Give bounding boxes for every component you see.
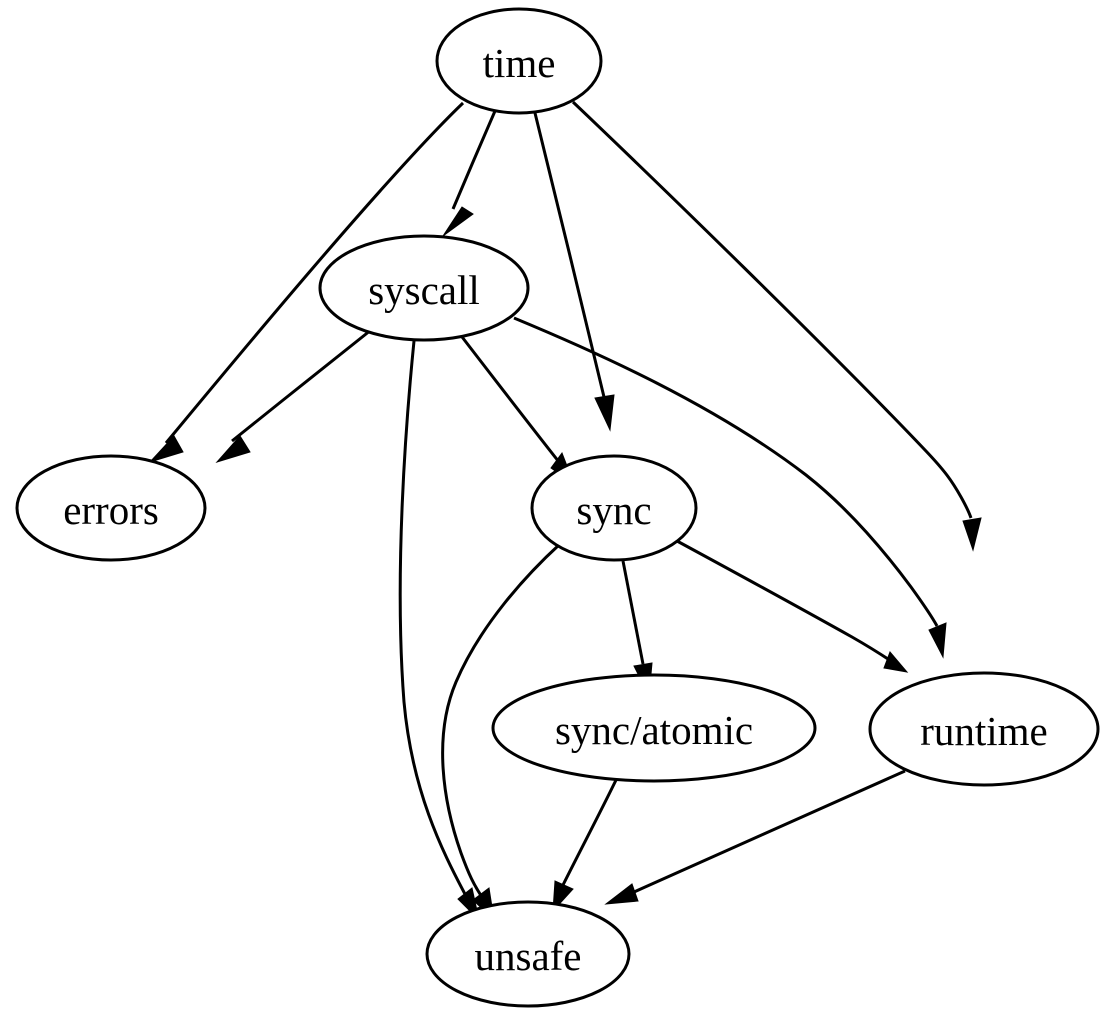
node-ellipse-sync-atomic[interactable]	[491, 673, 817, 783]
edge-time-runtime[interactable]	[571, 100, 982, 552]
edge-time-sync[interactable]	[533, 112, 615, 432]
node-ellipse-runtime[interactable]	[868, 671, 1100, 787]
node-time[interactable]: time	[435, 7, 603, 115]
node-unsafe[interactable]: unsafe	[425, 900, 631, 1008]
node-errors[interactable]: errors	[15, 454, 207, 562]
node-ellipse-time[interactable]	[435, 7, 603, 115]
node-ellipse-syscall[interactable]	[318, 234, 530, 342]
node-runtime[interactable]: runtime	[868, 671, 1100, 787]
edge-syscall-errors[interactable]	[215, 328, 372, 463]
edge-time-errors[interactable]	[148, 101, 465, 464]
edge-syscall-unsafe[interactable]	[398, 340, 480, 922]
edge-time-syscall[interactable]	[442, 110, 497, 237]
node-ellipse-unsafe[interactable]	[425, 900, 631, 1008]
nodes-layer: time syscall errors sync sync/atomic run	[15, 7, 1100, 1008]
node-sync-atomic[interactable]: sync/atomic	[491, 673, 817, 783]
node-syscall[interactable]: syscall	[318, 234, 530, 342]
edge-runtime-unsafe[interactable]	[604, 769, 906, 905]
node-ellipse-sync[interactable]	[530, 454, 698, 562]
node-sync[interactable]: sync	[530, 454, 698, 562]
edge-syscall-runtime[interactable]	[513, 316, 947, 659]
edge-sync-runtime[interactable]	[676, 539, 909, 673]
edge-syscall-sync[interactable]	[457, 332, 576, 486]
edge-syncatomic-unsafe[interactable]	[552, 777, 619, 913]
edges-layer	[148, 100, 982, 922]
node-ellipse-errors[interactable]	[15, 454, 207, 562]
